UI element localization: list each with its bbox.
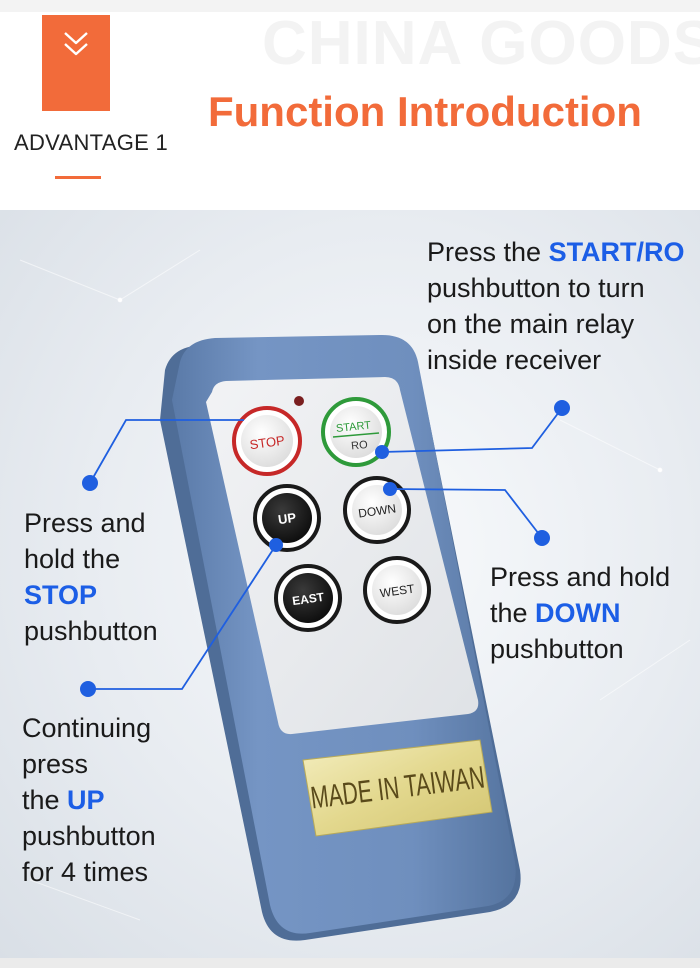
header-top-band: [0, 0, 700, 12]
callout-dots: [80, 400, 570, 697]
callout-up-line1: Continuing: [22, 713, 152, 743]
down-button[interactable]: DOWN: [343, 476, 411, 544]
bottom-band: [0, 958, 700, 968]
east-button-label: EAST: [291, 590, 325, 608]
callout-up-line4: pushbutton: [22, 821, 156, 851]
west-button[interactable]: WEST: [363, 556, 431, 624]
callout-line-stop: [89, 419, 244, 484]
callout-stop-highlight: STOP: [24, 580, 98, 610]
callout-dot-up-end: [80, 681, 96, 697]
callout-down: Press and hold the DOWN pushbutton: [490, 559, 670, 667]
ro-button-label: RO: [351, 439, 369, 453]
stop-button-label: STOP: [249, 433, 286, 453]
callout-dot-down-end: [534, 530, 550, 546]
start-button-label: START: [335, 419, 371, 435]
callout-stop: Press and hold the STOP pushbutton: [24, 505, 158, 649]
callout-dot-down-button: [383, 482, 397, 496]
west-button-label: WEST: [379, 582, 416, 601]
callout-stop-line2: hold the: [24, 544, 121, 574]
down-button-label: DOWN: [357, 501, 397, 520]
callout-down-prefix: the: [490, 598, 536, 628]
callout-up-line5: for 4 times: [22, 857, 149, 887]
callout-stop-line1: Press and: [24, 508, 146, 538]
callout-stop-line4: pushbutton: [24, 616, 158, 646]
header: CHINA GOODS ADVANTAGE 1 Function Introdu…: [0, 0, 700, 210]
scene-graphics: MADE IN TAIWAN STOP START RO UP DOWN: [19, 249, 691, 941]
callout-start-prefix: Press the: [427, 237, 549, 267]
callout-down-line3: pushbutton: [490, 634, 624, 664]
led-indicator: [294, 396, 304, 406]
callout-line-up: [88, 544, 277, 690]
made-in-taiwan-plate: [302, 739, 493, 837]
callout-up: Continuing press the UP pushbutton for 4…: [22, 710, 156, 890]
page-title: Function Introduction: [208, 88, 642, 135]
callout-line-start: [381, 407, 563, 453]
callout-start-line4: inside receiver: [427, 345, 602, 375]
callout-down-line1: Press and hold: [490, 562, 671, 592]
callout-line-down: [389, 488, 543, 539]
callout-start-line3: on the main relay: [427, 309, 635, 339]
product-scene: MADE IN TAIWAN STOP START RO UP DOWN: [0, 210, 700, 960]
callout-dot-start-end: [554, 400, 570, 416]
callout-up-highlight: UP: [67, 785, 105, 815]
east-button[interactable]: EAST: [274, 564, 342, 632]
advantage-label: ADVANTAGE 1: [14, 130, 169, 155]
chevron-down-box: [42, 15, 110, 111]
callout-start-line2: pushbutton to turn: [427, 273, 645, 303]
start-ro-button[interactable]: START RO: [321, 397, 391, 467]
callout-up-prefix: the: [22, 785, 68, 815]
callout-dot-start-button: [375, 445, 389, 459]
stop-button[interactable]: STOP: [232, 406, 302, 476]
callout-dot-up-button: [269, 538, 283, 552]
background-network: [19, 249, 691, 921]
up-button[interactable]: UP: [253, 484, 321, 552]
callout-dot-stop-end: [82, 475, 98, 491]
callout-start: Press the START/RO pushbutton to turn on…: [427, 234, 685, 378]
callout-up-line2: press: [22, 749, 89, 779]
callout-start-highlight: START/RO: [548, 237, 685, 267]
double-chevron-down-icon: [64, 32, 88, 56]
callout-lines: [88, 407, 563, 690]
callout-down-highlight: DOWN: [535, 598, 621, 628]
up-button-label: UP: [277, 510, 297, 527]
advantage-underline: [55, 176, 101, 179]
watermark: CHINA GOODS: [262, 9, 700, 78]
